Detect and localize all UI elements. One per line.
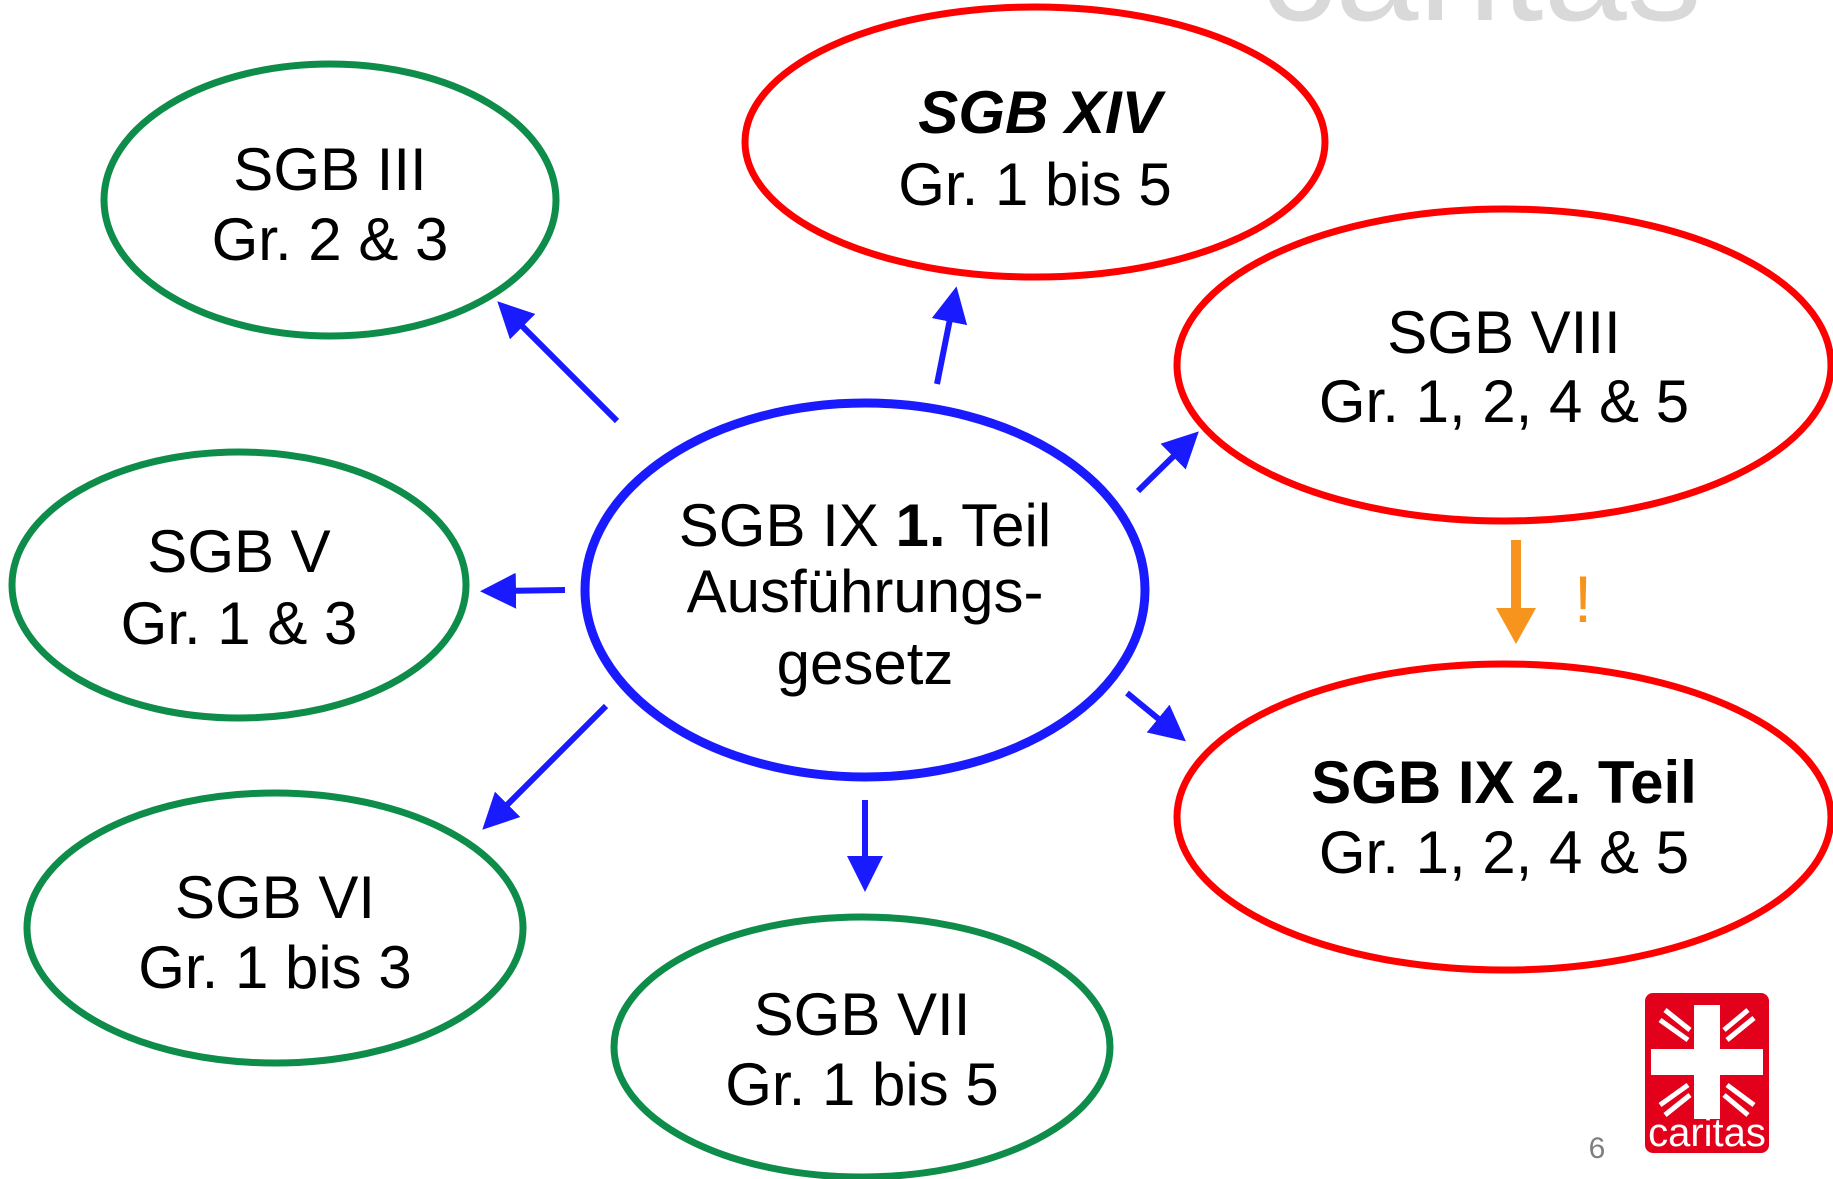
- sgb5-sub: Gr. 1 & 3: [121, 590, 358, 657]
- orange-arrow: [1496, 540, 1536, 644]
- logo-text: caritas: [1648, 1111, 1766, 1155]
- node-sgb14: SGB XIV Gr. 1 bis 5: [741, 3, 1329, 281]
- sgb9t2-title: SGB IX 2. Teil: [1311, 749, 1697, 816]
- page-number: 6: [1589, 1132, 1606, 1165]
- center-line2: Ausführungs-: [687, 558, 1044, 625]
- sgb14-sub: Gr. 1 bis 5: [898, 151, 1171, 218]
- node-sgb8: SGB VIII Gr. 1, 2, 4 & 5: [1173, 205, 1833, 525]
- arrow-to-sgb9t2: [1125, 690, 1186, 742]
- center-ellipse: [580, 398, 1150, 782]
- caritas-watermark: caritas: [1260, 0, 1702, 52]
- sgb8-sub: Gr. 1, 2, 4 & 5: [1319, 368, 1689, 435]
- sgb7-sub: Gr. 1 bis 5: [725, 1051, 998, 1118]
- node-sgb6: SGB VI Gr. 1 bis 3: [23, 789, 527, 1067]
- sgb6-title: SGB VI: [175, 864, 375, 931]
- node-sgb9-teil2: SGB IX 2. Teil Gr. 1, 2, 4 & 5: [1173, 660, 1833, 974]
- arrow-to-sgb3: [497, 301, 620, 424]
- sgb3-title: SGB III: [233, 136, 426, 203]
- center-line1: SGB IX 1. Teil: [679, 492, 1051, 559]
- arrow-to-sgb5: [480, 572, 566, 609]
- arrows: [480, 286, 1199, 892]
- sgb7-title: SGB VII: [754, 981, 971, 1048]
- caritas-logo: caritas: [1645, 993, 1769, 1155]
- arrow-to-sgb14: [931, 286, 968, 385]
- exclamation-mark: !: [1574, 562, 1592, 636]
- sgb5-title: SGB V: [147, 518, 330, 585]
- node-sgb5: SGB V Gr. 1 & 3: [8, 448, 470, 722]
- sgb8-title: SGB VIII: [1387, 299, 1620, 366]
- arrow-to-sgb8: [1135, 431, 1199, 494]
- sgb6-sub: Gr. 1 bis 3: [138, 934, 411, 1001]
- center-line3: gesetz: [777, 630, 954, 697]
- sgb9t2-sub: Gr. 1, 2, 4 & 5: [1319, 819, 1689, 886]
- center-node: SGB IX 1. Teil Ausführungs- gesetz: [580, 398, 1150, 782]
- sgb14-title: SGB XIV: [918, 79, 1166, 146]
- node-sgb3: SGB III Gr. 2 & 3: [100, 60, 560, 340]
- sgb3-sub: Gr. 2 & 3: [212, 206, 449, 273]
- node-sgb7: SGB VII Gr. 1 bis 5: [610, 913, 1114, 1179]
- arrow-to-sgb6: [482, 703, 609, 830]
